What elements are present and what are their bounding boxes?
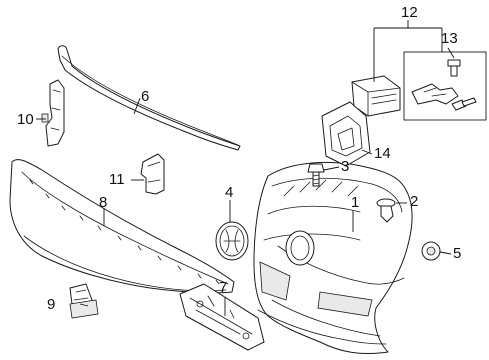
callout-1: 1 (351, 194, 360, 211)
callout-7: 7 (219, 279, 228, 296)
part-11-bracket (140, 153, 165, 195)
part-7-plate-bracket (179, 283, 265, 351)
callout-9: 9 (47, 296, 56, 313)
callout-13: 13 (441, 30, 458, 47)
part-12-sensor-module (351, 75, 401, 117)
part-9-clip (69, 283, 99, 319)
callout-4: 4 (225, 184, 234, 201)
callout-14: 14 (374, 145, 391, 162)
callout-2: 2 (410, 193, 419, 210)
part-14-sensor-bracket (321, 101, 371, 167)
part-5-washer (421, 241, 441, 261)
callout-6: 6 (141, 88, 150, 105)
part-6-upper-molding (57, 45, 241, 151)
part-4-emblem (215, 221, 249, 261)
callout-8: 8 (99, 194, 108, 211)
part-8-lower-spoiler (9, 159, 235, 294)
part-3-bolt (307, 163, 325, 187)
callout-10: 10 (17, 111, 34, 128)
part-13-box (403, 51, 487, 121)
part-10-left-bracket (41, 79, 65, 147)
part-2-clip (376, 198, 396, 223)
callout-5: 5 (453, 245, 462, 262)
callout-3: 3 (341, 158, 350, 175)
callout-12: 12 (401, 4, 418, 21)
leader-lines (36, 20, 455, 316)
part-1-bumper-cover (253, 161, 413, 355)
callout-11: 11 (109, 171, 125, 188)
